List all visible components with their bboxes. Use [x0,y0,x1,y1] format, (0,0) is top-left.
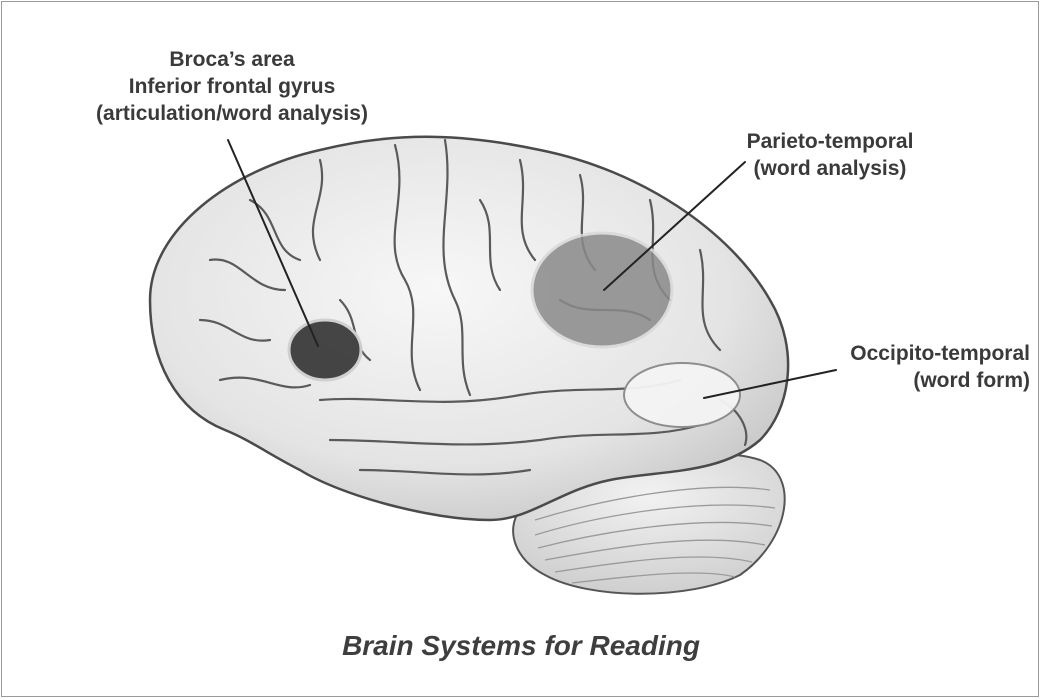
cerebrum [150,137,788,520]
parieto-temporal-region [532,233,672,347]
parieto-temporal-label: Parieto-temporal (word analysis) [710,128,950,182]
broca-label-line2: Inferior frontal gyrus [42,73,422,100]
parieto-label-line2: (word analysis) [710,155,950,182]
broca-label-line1: Broca’s area [42,46,422,73]
parieto-label-line1: Parieto-temporal [710,128,950,155]
occipito-label-line2: (word form) [800,367,1030,394]
occipito-label-line1: Occipito-temporal [800,340,1030,367]
broca-area-label: Broca’s area Inferior frontal gyrus (art… [42,46,422,127]
occipito-temporal-label: Occipito-temporal (word form) [800,340,1030,394]
figure-caption: Brain Systems for Reading [0,630,1042,662]
broca-label-line3: (articulation/word analysis) [42,100,422,127]
broca-region [289,320,361,380]
